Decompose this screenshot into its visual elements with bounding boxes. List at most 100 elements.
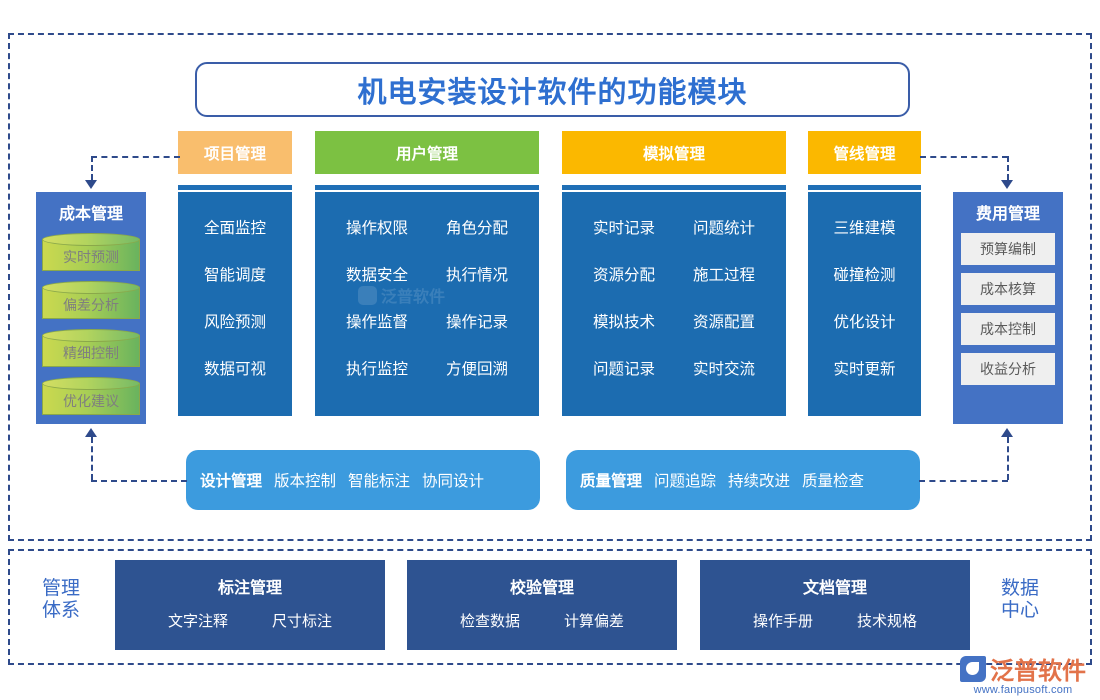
panel-item[interactable]: 数据安全	[345, 267, 408, 284]
project-panel[interactable]: 全面监控智能调度风险预测数据可视	[178, 192, 292, 416]
cost-management-panel[interactable]: 成本管理 实时预测偏差分析精细控制优化建议	[36, 192, 146, 424]
annotation-management-box[interactable]: 标注管理文字注释 尺寸标注	[115, 560, 385, 650]
box-item[interactable]: 检查数据	[459, 613, 520, 630]
panel-row: 问题记录 实时交流	[562, 357, 786, 379]
document-management-box[interactable]: 文档管理操作手册 技术规格	[700, 560, 970, 650]
box-item[interactable]: 操作手册	[752, 613, 813, 630]
lower-dashed-frame	[8, 549, 1092, 665]
box-title: 标注管理	[217, 580, 282, 597]
box-item[interactable]: 文字注释	[167, 613, 228, 630]
panel-row: 数据安全 执行情况	[315, 263, 539, 285]
management-system-label-line1: 管理	[41, 578, 80, 599]
connector-project-to-cost-horizontal	[91, 156, 180, 158]
user-panel[interactable]: 操作权限 角色分配数据安全 执行情况操作监督 操作记录执行监控 方便回溯	[315, 192, 539, 416]
design-management-bar[interactable]: 设计管理版本控制智能标注协同设计	[186, 450, 540, 510]
cost-cylinder[interactable]: 优化建议	[42, 377, 140, 419]
tab-1[interactable]: 项目管理	[178, 131, 292, 174]
panel-row: 资源分配 施工过程	[562, 263, 786, 285]
connector-quality-to-fee-vertical	[1007, 437, 1009, 480]
panel-item[interactable]: 问题记录	[592, 361, 655, 378]
bar-item[interactable]: 质量检查	[802, 473, 865, 490]
panel-item[interactable]: 模拟技术	[592, 314, 655, 331]
panel-item[interactable]: 操作监督	[345, 314, 408, 331]
fee-item[interactable]: 成本核算	[961, 273, 1055, 305]
panel-item[interactable]: 方便回溯	[445, 361, 508, 378]
panel-item[interactable]: 操作记录	[445, 314, 508, 331]
panel-row: 实时记录 问题统计	[562, 216, 786, 238]
bar-item[interactable]: 智能标注	[348, 473, 411, 490]
verification-management-box[interactable]: 校验管理检查数据计算偏差	[407, 560, 677, 650]
tab-label: 用户管理	[395, 145, 458, 163]
panel-item[interactable]: 资源配置	[692, 314, 755, 331]
data-center-label: 数据 中心	[985, 578, 1055, 623]
cylinder-label: 实时预测	[63, 249, 119, 265]
simulation-panel[interactable]: 实时记录 问题统计资源分配 施工过程模拟技术 资源配置问题记录 实时交流	[562, 192, 786, 416]
panel-row: 数据可视	[178, 357, 292, 379]
panel-item[interactable]: 实时记录	[592, 220, 655, 237]
box-title: 文档管理	[802, 580, 867, 597]
fee-item[interactable]: 预算编制	[961, 233, 1055, 265]
panel-row: 优化设计	[808, 310, 921, 332]
panel-item[interactable]: 智能调度	[203, 267, 266, 284]
bar-item[interactable]: 问题追踪	[654, 473, 717, 490]
box-item[interactable]: 尺寸标注	[272, 613, 333, 630]
tab-underline	[808, 185, 921, 190]
panel-row: 全面监控	[178, 216, 292, 238]
cylinder-label: 偏差分析	[63, 297, 119, 313]
panel-item[interactable]: 执行监控	[345, 361, 408, 378]
panel-item[interactable]: 资源分配	[592, 267, 655, 284]
bar-item[interactable]: 版本控制	[274, 473, 337, 490]
cylinder-top-icon	[42, 233, 140, 246]
cost-management-items: 实时预测偏差分析精细控制优化建议	[42, 233, 140, 425]
connector-design-to-cost-horizontal	[91, 480, 187, 482]
panel-item[interactable]: 全面监控	[203, 220, 266, 237]
cylinder-label: 精细控制	[63, 345, 119, 361]
fee-item[interactable]: 收益分析	[961, 353, 1055, 385]
panel-item[interactable]: 实时更新	[833, 361, 896, 378]
panel-row: 操作权限 角色分配	[315, 216, 539, 238]
cost-cylinder[interactable]: 偏差分析	[42, 281, 140, 323]
tab-label: 管线管理	[833, 145, 896, 163]
panel-row: 三维建模	[808, 216, 921, 238]
panel-row: 模拟技术 资源配置	[562, 310, 786, 332]
panel-item[interactable]: 数据可视	[203, 361, 266, 378]
panel-item[interactable]: 三维建模	[833, 220, 896, 237]
bar-item[interactable]: 持续改进	[728, 473, 791, 490]
panel-item[interactable]: 操作权限	[345, 220, 408, 237]
arrow-design-to-cost-icon	[85, 428, 97, 437]
cost-cylinder[interactable]: 实时预测	[42, 233, 140, 275]
management-system-label: 管理 体系	[26, 578, 96, 623]
page-title-text: 机电安装设计软件的功能模块	[357, 76, 748, 109]
panel-item[interactable]: 问题统计	[692, 220, 755, 237]
fee-item[interactable]: 成本控制	[961, 313, 1055, 345]
box-item[interactable]: 技术规格	[857, 613, 918, 630]
brand-row: 泛普软件	[960, 651, 1086, 686]
page-title: 机电安装设计软件的功能模块	[195, 62, 910, 117]
panel-item[interactable]: 碰撞检测	[833, 267, 896, 284]
tab-underline	[178, 185, 292, 190]
tab-2[interactable]: 用户管理	[315, 131, 539, 174]
quality-management-bar[interactable]: 质量管理问题追踪持续改进质量检查	[566, 450, 920, 510]
bar-item[interactable]: 协同设计	[422, 473, 485, 490]
tab-3[interactable]: 模拟管理	[562, 131, 786, 174]
panel-item[interactable]: 施工过程	[692, 267, 755, 284]
box-item[interactable]: 计算偏差	[564, 613, 625, 630]
panel-row: 操作监督 操作记录	[315, 310, 539, 332]
box-items: 文字注释 尺寸标注	[168, 610, 332, 631]
cylinder-top-icon	[42, 281, 140, 294]
tab-4[interactable]: 管线管理	[808, 131, 921, 174]
bar-heading: 设计管理	[200, 473, 263, 490]
fee-management-panel[interactable]: 费用管理 预算编制成本核算成本控制收益分析	[953, 192, 1063, 424]
arrow-quality-to-fee-icon	[1001, 428, 1013, 437]
tab-underline	[562, 185, 786, 190]
panel-item[interactable]: 优化设计	[833, 314, 896, 331]
panel-item[interactable]: 实时交流	[692, 361, 755, 378]
cost-cylinder[interactable]: 精细控制	[42, 329, 140, 371]
pipeline-panel[interactable]: 三维建模碰撞检测优化设计实时更新	[808, 192, 921, 416]
panel-item[interactable]: 执行情况	[445, 267, 508, 284]
box-items: 操作手册 技术规格	[753, 610, 917, 631]
panel-item[interactable]: 角色分配	[445, 220, 508, 237]
fanpu-logo-icon	[960, 655, 986, 682]
tab-underline	[315, 185, 539, 190]
panel-item[interactable]: 风险预测	[203, 314, 266, 331]
